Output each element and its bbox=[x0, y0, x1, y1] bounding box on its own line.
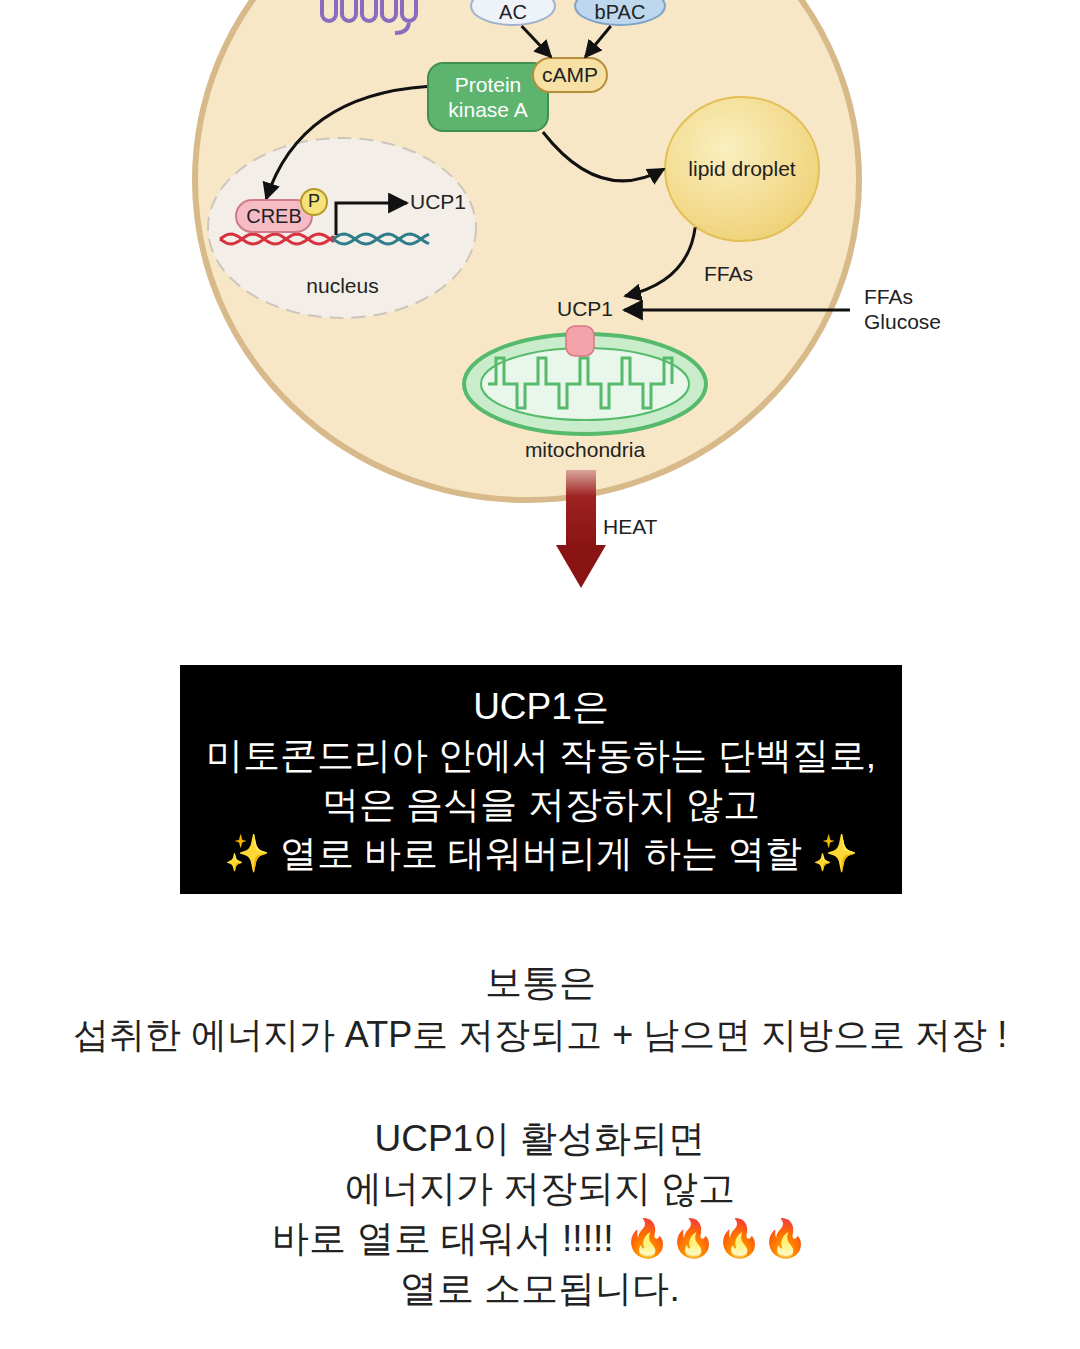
node-text: bPAC bbox=[595, 0, 646, 24]
bpac-oval bbox=[575, 0, 665, 25]
cell-membrane bbox=[195, 0, 859, 500]
body-text: 섭취한 에너지가 ATP로 저장되고 + 남으면 지방으로 저장 ! bbox=[10, 1012, 1070, 1057]
node-text: nucleus bbox=[306, 273, 378, 298]
heat-arrowhead bbox=[556, 545, 606, 588]
body-text: 열로 소모됩니다. bbox=[10, 1266, 1070, 1312]
connector-arrow bbox=[266, 87, 427, 200]
connector-arrow bbox=[543, 132, 664, 181]
body-text: 에너지가 저장되지 않고 bbox=[10, 1166, 1070, 1212]
input-arrow bbox=[624, 309, 850, 312]
diagram-label: UCP1 bbox=[410, 189, 466, 215]
body-text: UCP1이 활성화되면 bbox=[10, 1116, 1070, 1162]
dna-strand bbox=[333, 234, 429, 244]
connector-arrow bbox=[585, 26, 611, 57]
node-text: 먹은 음식을 저장하지 않고 bbox=[322, 780, 760, 829]
lipid-outline bbox=[665, 97, 819, 241]
node-text: mitochondria bbox=[525, 437, 645, 462]
mitochondria: UCP1 mitochondria bbox=[460, 296, 710, 462]
enzyme-oval: AC bbox=[470, 0, 556, 26]
connector-arrow bbox=[522, 26, 551, 57]
diagram-label: HEAT bbox=[603, 514, 657, 540]
node-shape bbox=[460, 296, 710, 462]
node-text: Protein kinase A bbox=[429, 72, 547, 122]
nucleus-envelope bbox=[208, 138, 476, 318]
receptor-symbol bbox=[322, 0, 416, 33]
edge-label: FFAs bbox=[702, 262, 755, 286]
lipid-droplet: lipid droplet bbox=[664, 96, 820, 242]
body-text: 보통은 bbox=[10, 960, 1070, 1006]
camp-pill: cAMP bbox=[532, 57, 608, 93]
dna-strand bbox=[220, 234, 334, 244]
dna-strand bbox=[333, 234, 429, 244]
node-text: UCP1 bbox=[557, 296, 613, 321]
note-box: UCP1은미토콘드리아 안에서 작동하는 단백질로,먹은 음식을 저장하지 않고… bbox=[180, 665, 902, 894]
promoter-arrow bbox=[336, 203, 407, 235]
phosphate-circle: P bbox=[300, 188, 328, 216]
cristae bbox=[488, 358, 672, 408]
diagram-label: FFAs Glucose bbox=[864, 284, 964, 334]
kinase-box: Protein kinase A bbox=[427, 62, 549, 132]
ucp1-channel bbox=[566, 326, 594, 356]
node-text: lipid droplet bbox=[688, 156, 795, 181]
node-text: CREB bbox=[246, 204, 302, 228]
enzyme-oval: bPAC bbox=[574, 0, 666, 26]
node-text: 미토콘드리아 안에서 작동하는 단백질로, bbox=[206, 731, 876, 780]
mito-inner bbox=[481, 348, 689, 420]
node-text: UCP1은 bbox=[473, 682, 609, 731]
node-text: ✨ 열로 바로 태워버리게 하는 역할 ✨ bbox=[224, 829, 859, 878]
nucleus-ellipse: nucleus CREB P bbox=[205, 135, 480, 322]
node-text: P bbox=[308, 191, 320, 213]
ac-oval bbox=[471, 0, 555, 25]
heat-arrow bbox=[566, 470, 596, 546]
node-text: cAMP bbox=[542, 62, 598, 87]
connector-arrow bbox=[625, 227, 695, 296]
dna-strand bbox=[220, 234, 334, 244]
node-text: AC bbox=[499, 0, 527, 24]
body-text: 바로 열로 태워서 !!!!! 🔥🔥🔥🔥 bbox=[10, 1216, 1070, 1262]
